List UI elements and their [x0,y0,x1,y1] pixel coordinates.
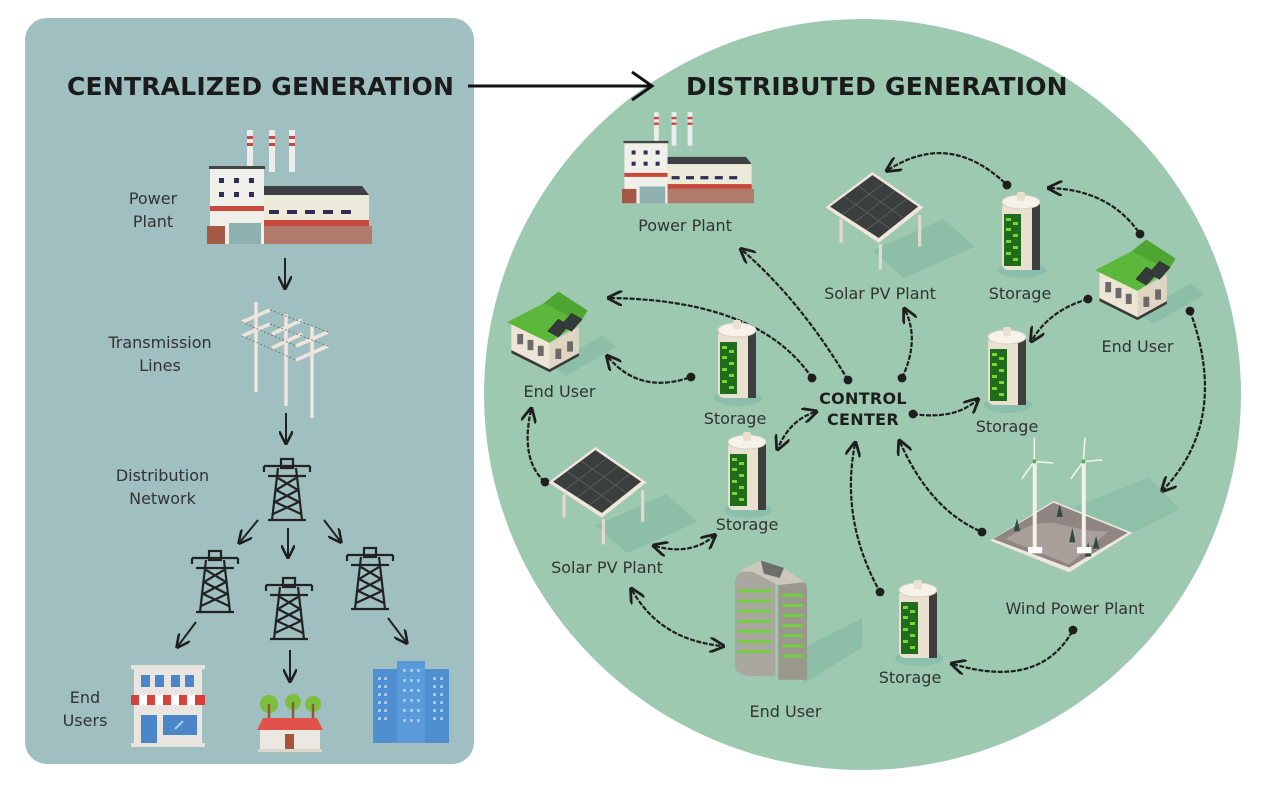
arrow-dist-to-pylon-right [323,519,340,541]
node-label-storage-top: Storage [988,284,1052,303]
data-center-icon [734,560,862,684]
transmission-lines-icon [241,302,329,418]
link-cc-storage-mid [778,412,815,448]
house-with-trees-icon [257,694,323,752]
link-cc-enduser-left [610,298,812,378]
factory-icon [207,130,372,244]
pylon-icon [345,546,395,611]
centralized-title: CENTRALIZED GENERATION [67,72,455,101]
link-solar-left-enduser-bottom [632,590,722,646]
node-label-storage-bottom: Storage [878,668,942,687]
battery-icon [997,191,1047,279]
pylon-icon [190,549,240,614]
pylon-icon [264,576,314,641]
battery-icon [983,326,1033,414]
link-enduser-left-storage-left [608,357,691,384]
link-cc-wind [900,442,982,532]
node-label-storage-left: Storage [703,409,767,428]
link-cc-storage-bottom [851,444,880,592]
link-cc-solar-top [902,310,912,378]
solar-house-icon [1094,239,1206,325]
link-cc-storage-right [913,400,977,415]
distributed-generation-circle [484,19,1241,770]
arrow-pylon-right-to-office [387,617,406,642]
label-distribution-network: Distribution Network [115,466,210,508]
office-building-icon [373,661,449,743]
battery-icon [723,431,773,519]
link-storage-bottom-wind [953,630,1073,672]
label-power-plant: Power Plant [128,189,178,231]
node-label-storage-right: Storage [975,417,1039,436]
node-label-end-user-right: End User [1101,337,1174,356]
transition-arrowhead [631,70,655,102]
link-solar-left-storage-mid [655,536,714,549]
factory-icon [622,112,754,204]
link-solar-top-storage-top [888,152,1007,185]
node-label-solar-top: Solar PV Plant [824,284,936,303]
arrow-pylon-left-to-shop [178,621,197,646]
solar-panel-icon [823,170,977,280]
label-transmission-lines: Transmission Lines [108,333,212,375]
distributed-title: DISTRIBUTED GENERATION [686,72,1068,101]
link-enduser-left-solar-left [528,410,545,482]
arrow-dist-to-pylon-left [240,519,259,542]
node-label-power-plant: Power Plant [638,216,732,235]
solar-panel-icon [546,445,700,555]
control-center-label: CONTROL CENTER [819,389,907,429]
node-label-storage-mid: Storage [715,515,779,534]
node-label-solar-left: Solar PV Plant [551,558,663,577]
battery-icon [894,579,944,667]
link-enduser-right-wind [1163,311,1206,490]
node-label-end-user-left: End User [523,382,596,401]
battery-icon [713,319,763,407]
shop-icon [131,665,205,747]
link-enduser-right-storage-right [1032,299,1088,340]
solar-house-icon [506,291,618,377]
wind-turbine-icon [989,436,1181,574]
pylon-icon [262,457,312,522]
link-storage-top-enduser-right [1050,188,1140,234]
node-label-end-user-bottom: End User [749,702,822,721]
label-end-users: End Users [62,688,108,730]
node-label-wind: Wind Power Plant [1005,599,1145,618]
